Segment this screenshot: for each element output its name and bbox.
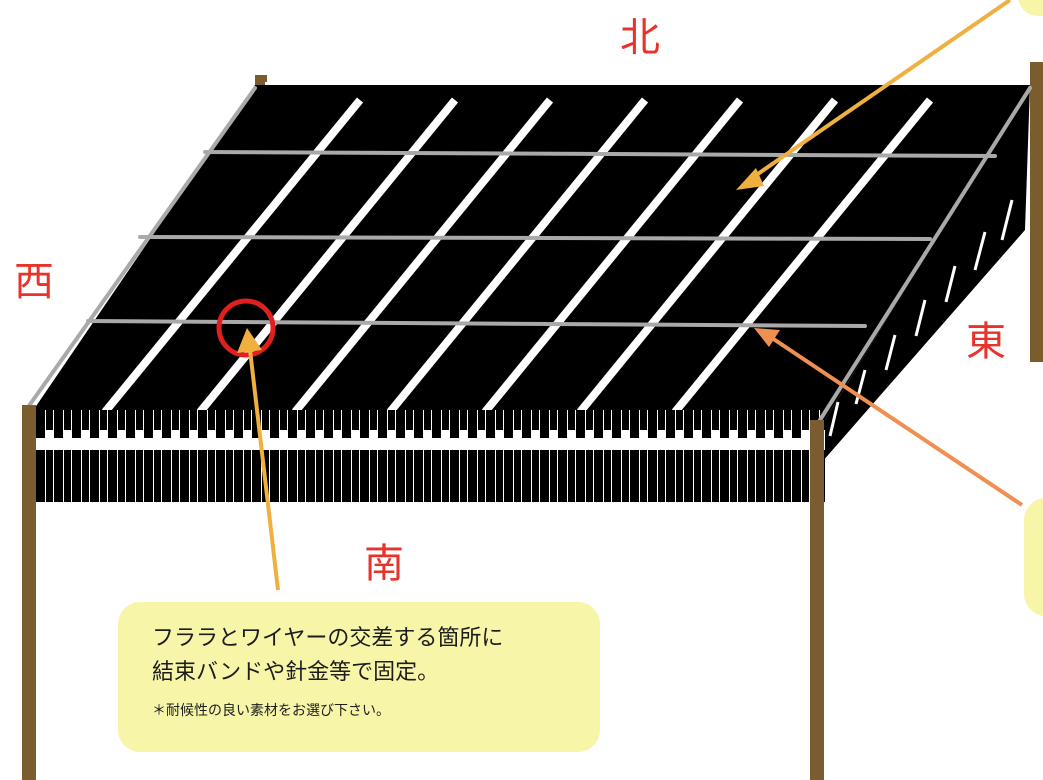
canopy-fringe-east [815,85,1030,470]
arrow-to-intersection [237,328,280,591]
canopy-fringe-south [25,410,825,502]
callout-right-partial [1024,498,1043,616]
post-back-right [1030,62,1043,362]
post-front-left [22,405,36,780]
canopy-fringe-east-cuts [828,199,1014,437]
direction-west-label: 西 [14,259,54,305]
direction-north-label: 北 [620,15,660,61]
callout-line-1: フララとワイヤーの交差する箇所に [152,626,504,651]
callout-fastening-note: フララとワイヤーの交差する箇所に 結束バンドや針金等で固定。 ＊耐候性の良い素材… [118,602,600,752]
direction-east-label: 東 [966,319,1006,365]
wire-west-edge [24,86,257,412]
wire-east-edge [818,86,1032,422]
wire-2 [138,235,932,241]
callout-note: ＊耐候性の良い素材をお選び下さい。 [152,703,390,719]
arrow-to-wire [754,328,1024,507]
direction-south-label: 南 [364,541,404,587]
arrow-to-fabric [736,0,1012,190]
wires [24,86,1032,422]
intersection-highlight-circle [216,298,276,358]
callout-line-2: 結束バンドや針金等で固定。 [152,660,440,685]
wire-1 [203,150,997,158]
post-front-right [810,420,824,780]
